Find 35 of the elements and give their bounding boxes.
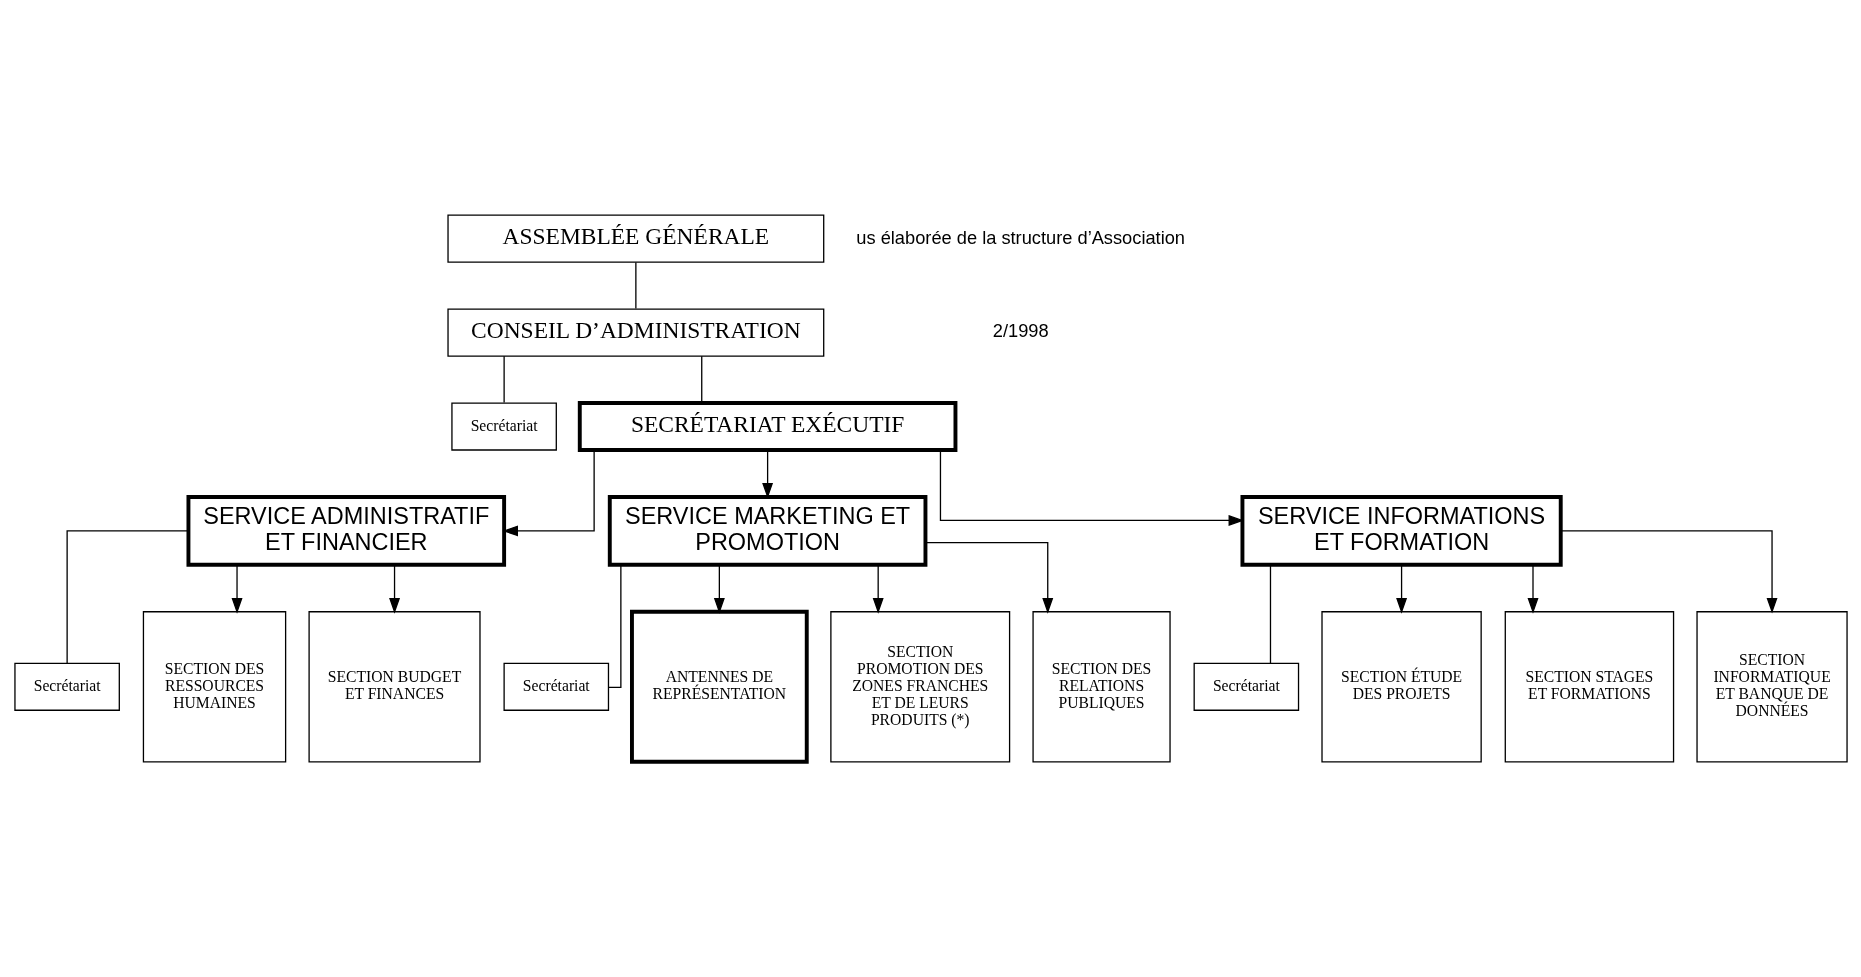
node-box: SECRÉTARIAT EXÉCUTIF (577, 401, 957, 452)
connector (700, 355, 702, 404)
connector (607, 564, 621, 689)
arrow (388, 564, 400, 614)
connector (1269, 564, 1271, 664)
arrow (939, 449, 1244, 526)
node-box: Secrétariat (450, 402, 557, 451)
label: 2/1998 (992, 320, 1049, 342)
node-box: Secrétariat (502, 662, 609, 711)
arrow (1395, 564, 1407, 614)
connector (634, 261, 636, 310)
node-box: ASSEMBLÉE GÉNÉRALE (446, 214, 824, 263)
arrow (231, 564, 242, 614)
connector (502, 355, 505, 404)
label: us élaborée de la structure d’Association (855, 226, 1185, 248)
node-box: SECTION BUDGET ET FINANCES (307, 611, 481, 763)
arrow (924, 542, 1053, 614)
node-box: SECTION INFORMATIQUE ET BANQUE DE DONNÉES (1695, 611, 1848, 763)
arrow (1559, 530, 1778, 614)
node-box: SECTION DES RELATIONS PUBLIQUES (1031, 611, 1171, 763)
node-box: Secrétariat (1193, 662, 1299, 711)
node-box: SERVICE INFORMATIONS ET FORMATION (1240, 495, 1563, 567)
arrow (713, 564, 725, 614)
node-box: SECTION STAGES ET FORMATIONS (1504, 611, 1674, 763)
arrow (872, 564, 884, 614)
node-box: SECTION ÉTUDE DES PROJETS (1320, 611, 1482, 763)
connector (65, 530, 189, 664)
node-box: SECTION DES RESSOURCES HUMAINES (142, 611, 286, 763)
node-box: ANTENNES DE REPRÉSENTATION (629, 609, 809, 764)
node-box: CONSEIL D’ADMINISTRATION (446, 308, 824, 357)
node-box: SERVICE MARKETING ET PROMOTION (607, 495, 927, 567)
arrow (1527, 564, 1538, 614)
node-box: Secrétariat (13, 662, 120, 711)
node-box: SERVICE ADMINISTRATIF ET FINANCIER (186, 495, 506, 567)
node-box: SECTION PROMOTION DES ZONES FRANCHES ET DE LEURS PRODUITS (*) (829, 611, 1010, 763)
